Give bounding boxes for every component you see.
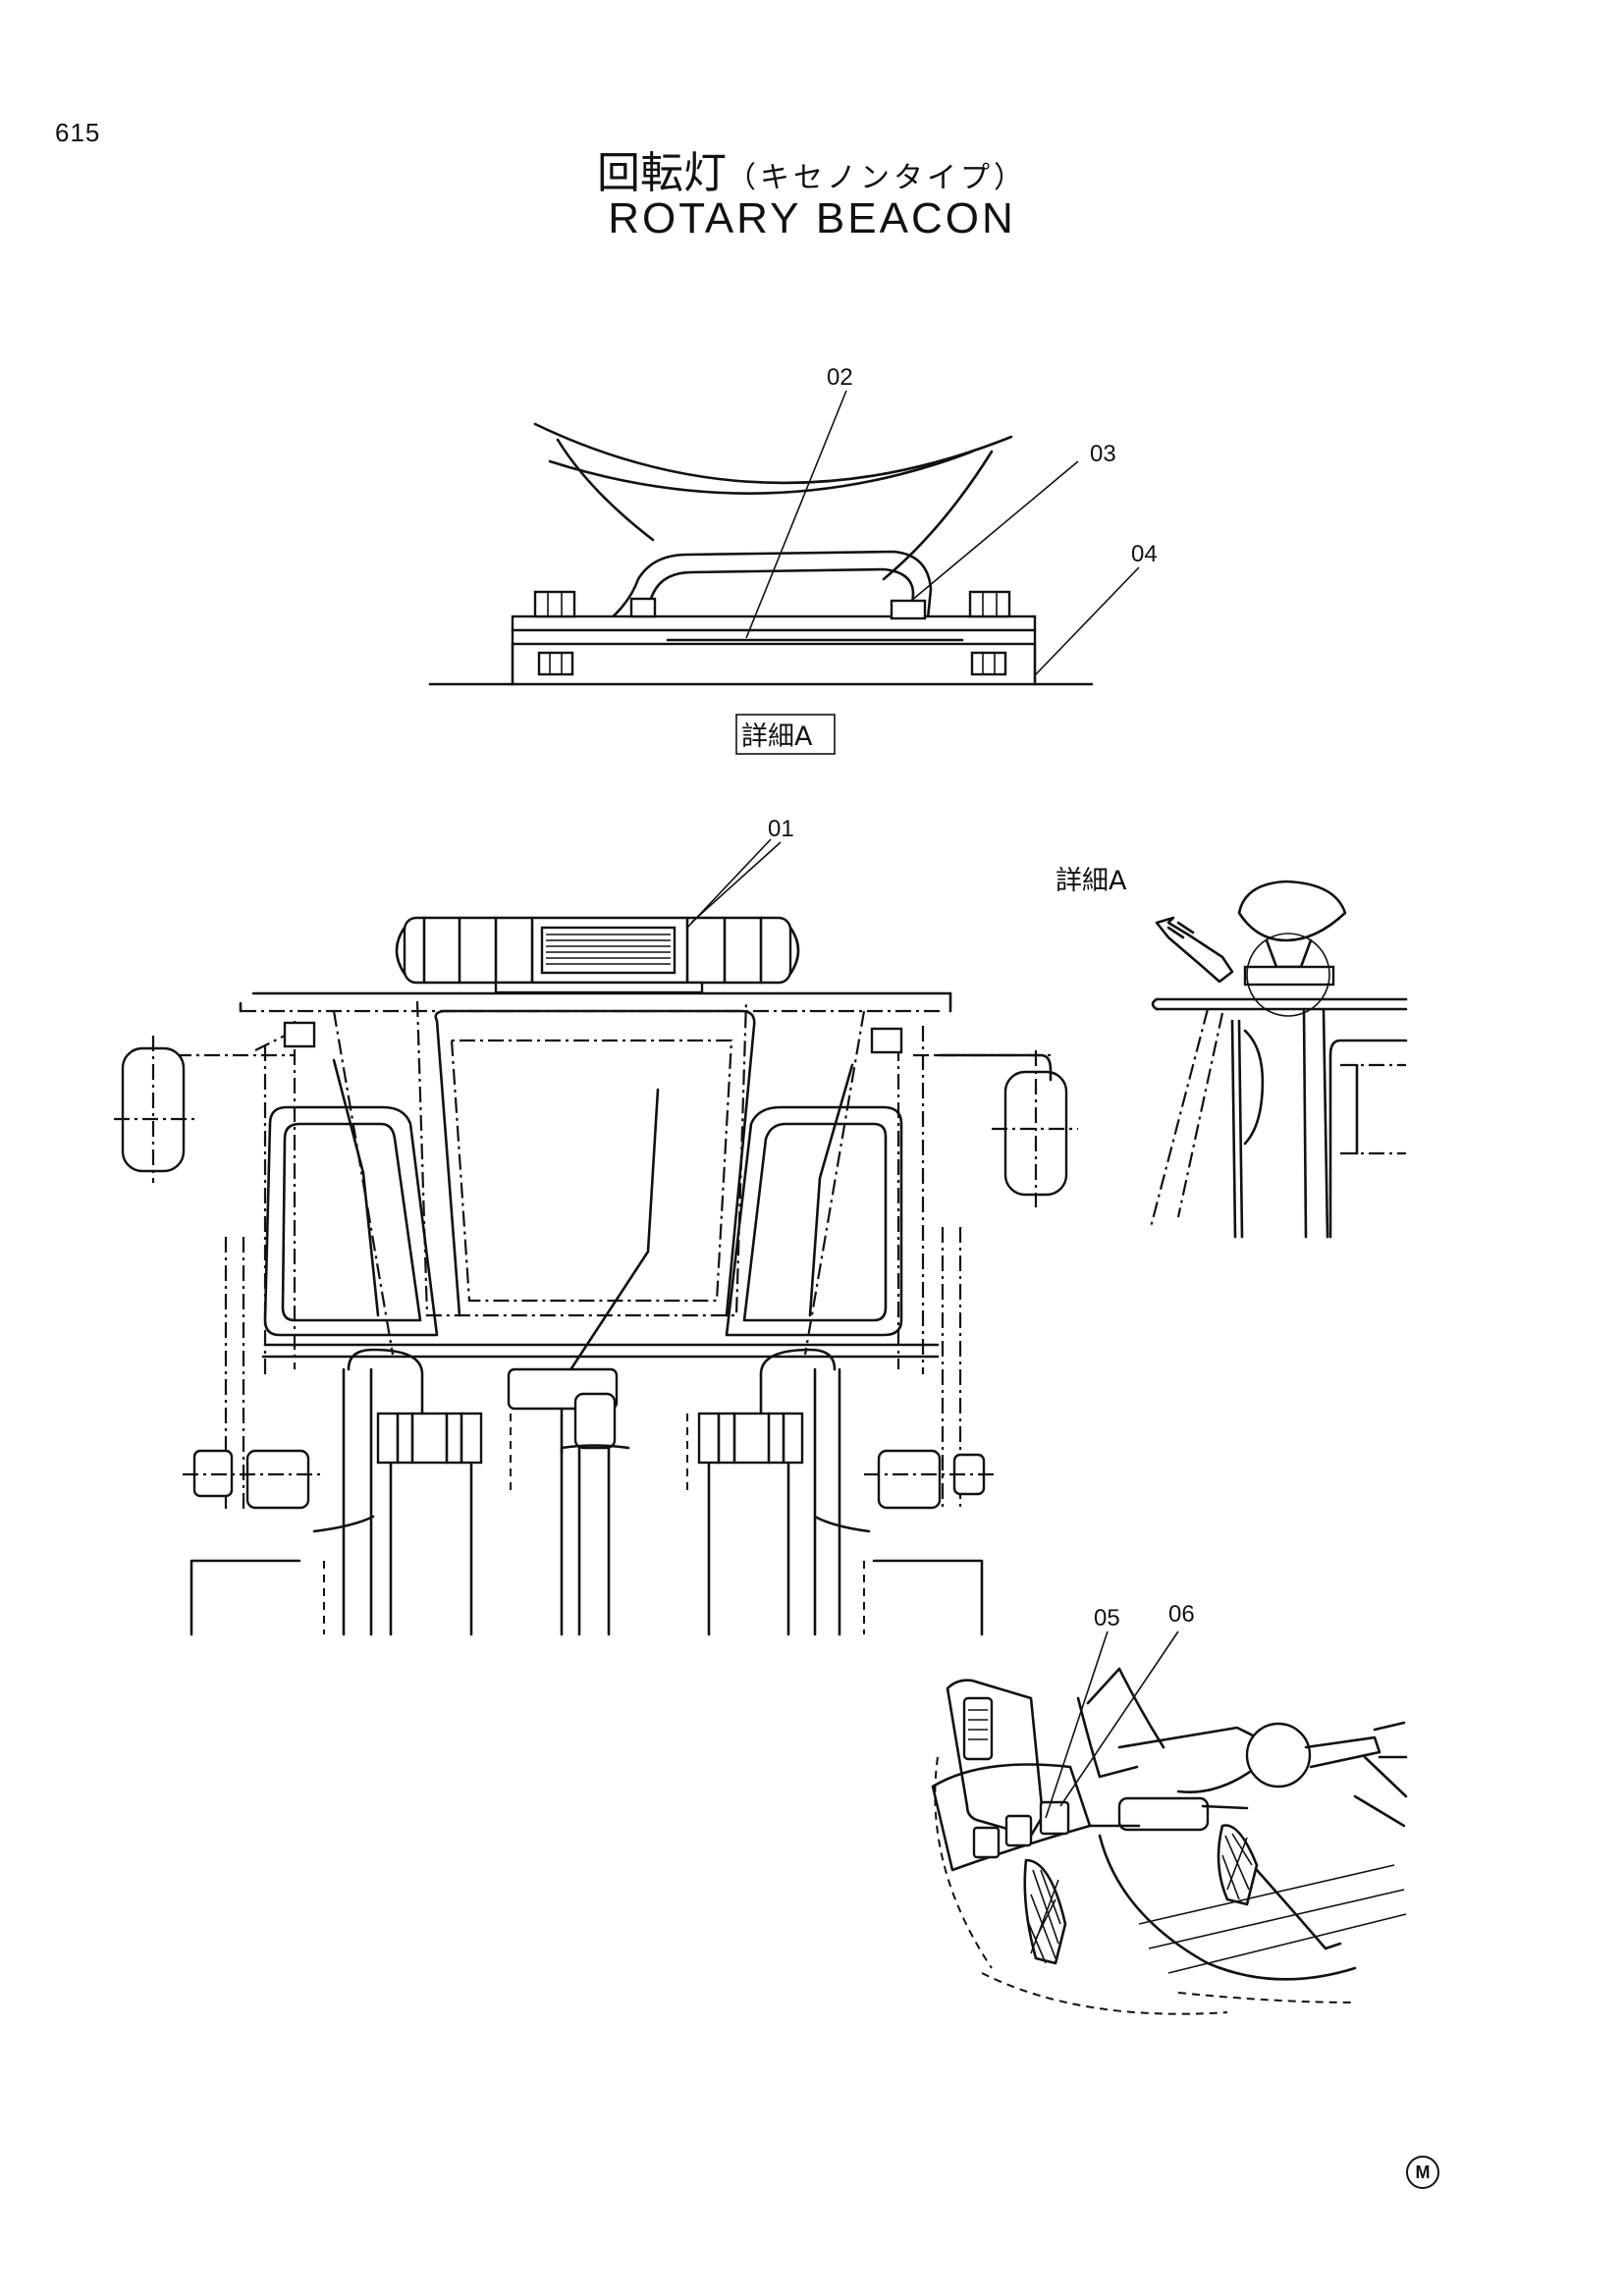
nut-icon	[890, 599, 927, 620]
callout-03: 03	[1090, 441, 1116, 467]
vent-icon	[962, 1696, 994, 1761]
detail-a-drawing	[428, 390, 1140, 686]
cab-side-view	[1149, 880, 1408, 1239]
nut-icon	[970, 651, 1007, 676]
rotary-beacon-switch-icon	[1039, 1800, 1070, 1836]
detail-a-reference: 詳細A	[1056, 866, 1127, 896]
switch-icon	[1004, 1814, 1033, 1847]
detail-a-label-box	[735, 714, 836, 755]
publisher-mark-icon: M	[1406, 2156, 1439, 2189]
page-title-english: ROTARY BEACON	[608, 194, 1016, 242]
bolt-icon	[533, 590, 576, 618]
title-japanese-main: 回転灯	[597, 149, 727, 197]
switch-panel-view	[931, 1630, 1408, 2015]
callout-02: 02	[827, 364, 853, 391]
page-title-japanese: 回転灯（キセノンタイプ）	[0, 137, 1624, 200]
nut-icon	[537, 651, 574, 676]
detail-a-label: 詳細A	[741, 721, 813, 752]
cab-front-view	[114, 838, 1078, 1636]
joystick-grip	[1117, 1796, 1210, 1832]
switch-icon	[972, 1826, 1001, 1859]
callout-06: 06	[1168, 1601, 1195, 1628]
callout-01: 01	[768, 816, 794, 842]
callout-04: 04	[1131, 541, 1158, 567]
callout-05: 05	[1094, 1605, 1120, 1631]
bolt-icon	[968, 590, 1011, 618]
title-japanese-sub: （キセノンタイプ）	[727, 162, 1027, 194]
nut-icon	[629, 597, 657, 618]
page-number: 615	[55, 118, 101, 147]
